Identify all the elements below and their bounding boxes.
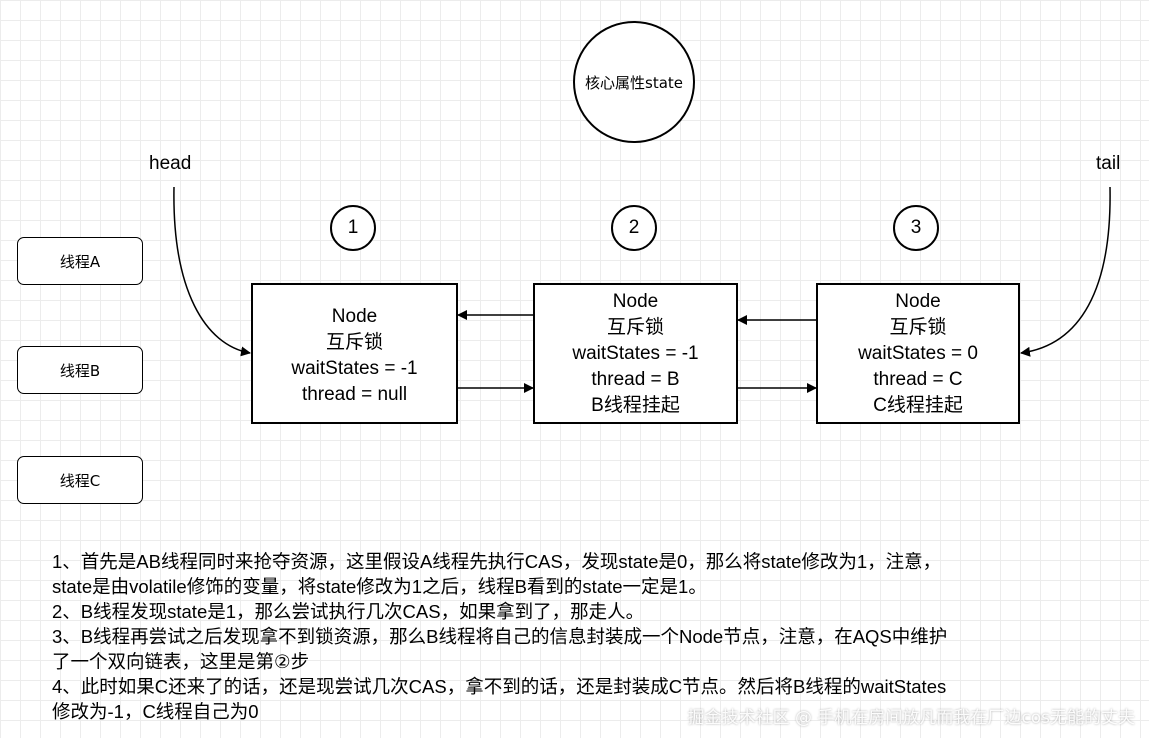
thread-box-b: 线程B (17, 346, 143, 394)
note-line: 2、B线程发现state是1，那么尝试执行几次CAS，如果拿到了，那走人。 (52, 601, 645, 622)
node-box-1: Node 互斥锁 waitStates = -1 thread = null (251, 283, 458, 424)
note-line: 3、B线程再尝试之后发现拿不到锁资源，那么B线程将自己的信息封装成一个Node节… (52, 626, 948, 647)
node-thread: thread = C (873, 368, 963, 390)
node-thread: thread = null (301, 383, 408, 405)
node-title: Node (895, 290, 941, 312)
step-number-3: 3 (893, 205, 939, 251)
node-box-2: Node 互斥锁 waitStates = -1 thread = B B线程挂… (533, 283, 738, 424)
tail-label: tail (1096, 153, 1121, 174)
thread-box-a: 线程A (17, 237, 143, 285)
note-line: 1、首先是AB线程同时来抢夺资源，这里假设A线程先执行CAS，发现state是0… (52, 551, 942, 572)
node-box-3: Node 互斥锁 waitStates = 0 thread = C C线程挂起 (816, 283, 1020, 424)
core-state-circle: 核心属性state (573, 21, 695, 143)
thread-box-c: 线程C (17, 456, 143, 504)
node-thread: thread = B (591, 368, 680, 390)
note-line: 4、此时如果C还来了的话，还是现尝试几次CAS，拿不到的话，还是封装成C节点。然… (52, 676, 947, 697)
head-label: head (149, 153, 192, 174)
node-wait-states: waitStates = -1 (291, 357, 418, 379)
note-line: 修改为-1，C线程自己为0 (52, 701, 259, 722)
node-title: Node (612, 290, 659, 312)
node-wait-states: waitStates = -1 (572, 342, 699, 364)
node-kind: 互斥锁 (325, 331, 383, 353)
node-extra: B线程挂起 (591, 394, 680, 416)
node-wait-states: waitStates = 0 (858, 342, 978, 364)
head-pointer-arrow (173, 186, 251, 357)
tail-pointer-arrow (1020, 186, 1111, 357)
node-extra: C线程挂起 (873, 394, 963, 416)
note-line: state是由volatile修饰的变量，将state修改为1之后，线程B看到的… (52, 576, 707, 597)
step-number-1: 1 (330, 205, 376, 251)
step-number-2: 2 (611, 205, 657, 251)
watermark-text: 掘金技术社区 @ 手机在房间放凡而我在厂边cos无能的丈夫 (687, 708, 1135, 728)
node-kind: 互斥锁 (889, 316, 947, 338)
node-kind: 互斥锁 (606, 316, 664, 338)
note-line: 了一个双向链表，这里是第②步 (52, 651, 310, 672)
node-title: Node (331, 305, 378, 327)
core-state-label: 核心属性state (585, 73, 683, 92)
explanation-notes: 1、首先是AB线程同时来抢夺资源，这里假设A线程先执行CAS，发现state是0… (52, 549, 1132, 724)
